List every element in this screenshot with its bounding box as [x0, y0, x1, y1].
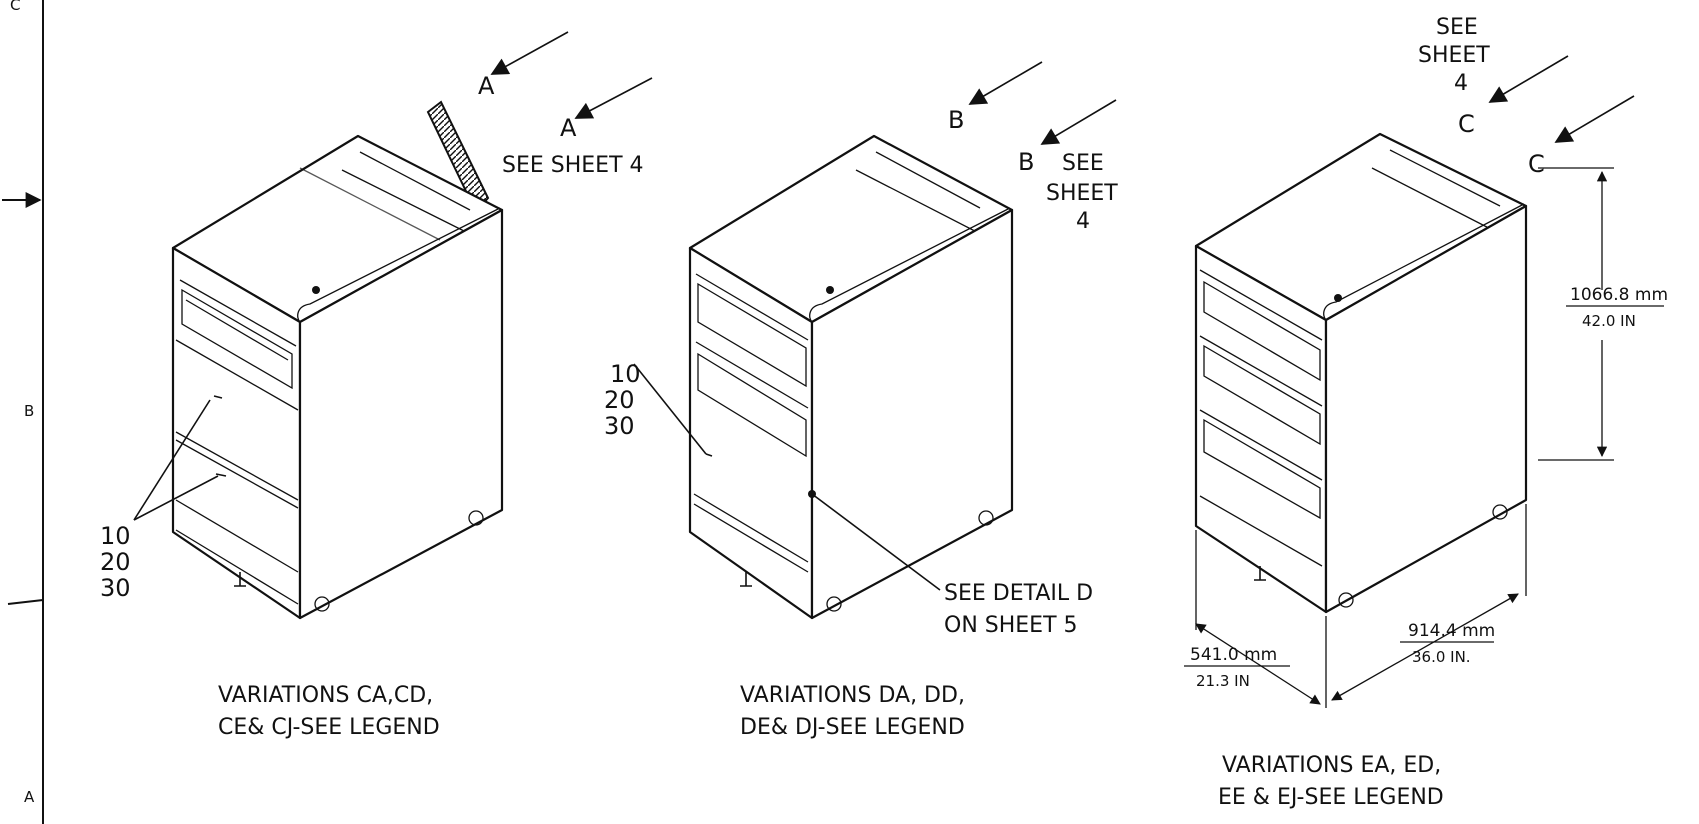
height-dimension: 1066.8 mm 42.0 IN — [1538, 167, 1668, 461]
caption-da-line2: DE& DJ-SEE LEGEND — [740, 715, 965, 740]
view-note-a: SEE SHEET 4 — [502, 153, 644, 178]
view-note-b-line1: SEE — [1062, 151, 1104, 176]
view-letter-a-1: A — [478, 72, 495, 100]
view-note-c-line2: SHEET — [1418, 43, 1490, 68]
callout-30: 30 — [604, 412, 635, 440]
width-imperial: 21.3 IN — [1196, 672, 1250, 690]
cabinet-da: 10 20 30 SEE DETAIL D ON SHEET 5 B B SEE… — [604, 61, 1118, 740]
depth-metric: 914.4 mm — [1408, 621, 1495, 641]
view-note-c-line3: 4 — [1454, 71, 1468, 96]
callout-20: 20 — [100, 548, 131, 576]
callout-20: 20 — [604, 386, 635, 414]
view-letter-b-1: B — [948, 106, 964, 134]
width-metric: 541.0 mm — [1190, 645, 1277, 665]
callout-10: 10 — [610, 360, 641, 388]
zone-letter-bottom: A — [24, 788, 35, 806]
caption-da-line1: VARIATIONS DA, DD, — [740, 683, 965, 708]
view-letter-b-2: B — [1018, 148, 1034, 176]
caption-ea-line1: VARIATIONS EA, ED, — [1222, 753, 1441, 778]
zone-letter-top: C — [10, 0, 20, 14]
depth-imperial: 36.0 IN. — [1412, 648, 1471, 666]
hatched-lid-panel — [426, 100, 490, 214]
depth-dimension: 914.4 mm 36.0 IN. — [1325, 504, 1527, 708]
detail-note-line1: SEE DETAIL D — [944, 581, 1093, 606]
view-letter-c-2: C — [1528, 150, 1545, 178]
caption-ea-line2: EE & EJ-SEE LEGEND — [1218, 785, 1444, 810]
cabinet-ca: 10 20 30 A A SEE SHEET 4 VARIATIONS CA,C… — [100, 31, 653, 740]
height-metric: 1066.8 mm — [1570, 285, 1668, 305]
view-letter-c-1: C — [1458, 110, 1475, 138]
view-note-b-line2: SHEET — [1046, 181, 1118, 206]
caption-ca-line1: VARIATIONS CA,CD, — [218, 683, 433, 708]
width-dimension: 541.0 mm 21.3 IN — [1184, 530, 1321, 705]
view-note-c-line1: SEE — [1436, 15, 1478, 40]
view-letter-a-2: A — [560, 114, 577, 142]
detail-note-line2: ON SHEET 5 — [944, 613, 1078, 638]
callout-10: 10 — [100, 522, 131, 550]
cabinet-ea: SEE SHEET 4 C C 1066.8 mm 42.0 IN 914.4 … — [1184, 15, 1668, 810]
caption-ca-line2: CE& CJ-SEE LEGEND — [218, 715, 440, 740]
callout-30: 30 — [100, 574, 131, 602]
height-imperial: 42.0 IN — [1582, 312, 1636, 330]
view-note-b-line3: 4 — [1076, 209, 1090, 234]
zone-border: C B A — [2, 0, 44, 824]
zone-letter-middle: B — [24, 402, 34, 420]
